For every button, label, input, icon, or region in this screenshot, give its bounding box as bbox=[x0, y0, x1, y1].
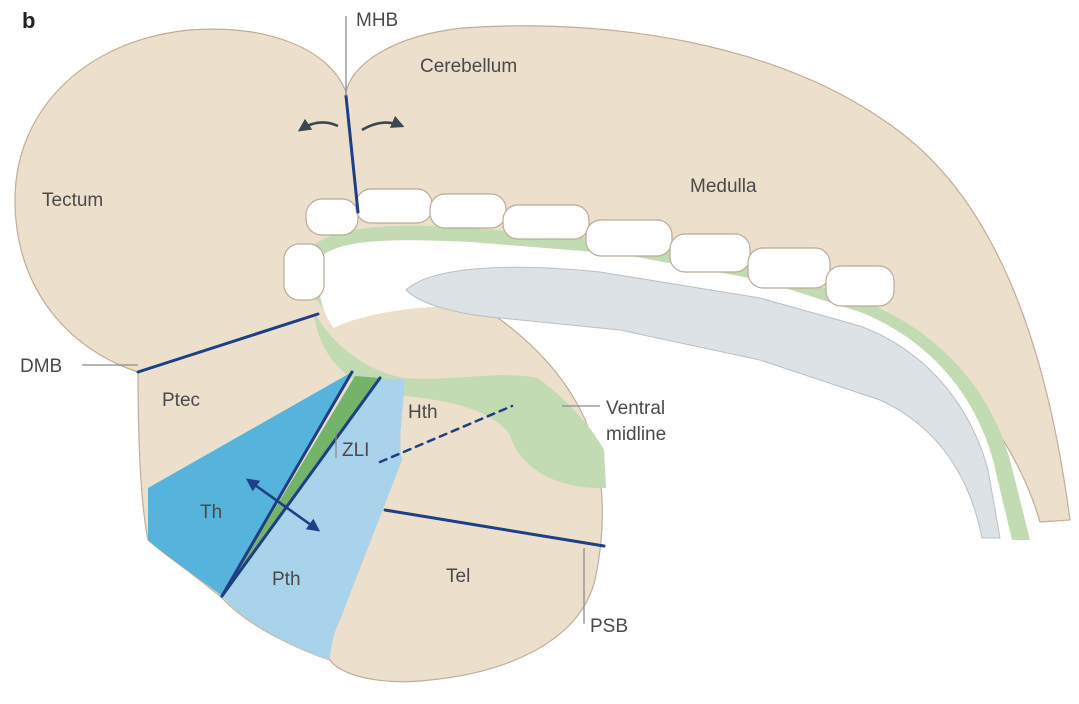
midline-label: midline bbox=[606, 424, 666, 445]
hth-label: Hth bbox=[408, 402, 438, 423]
cerebellum-label: Cerebellum bbox=[420, 56, 517, 77]
zli-label: ZLI bbox=[342, 440, 369, 461]
dmb-label: DMB bbox=[20, 356, 62, 377]
ptec-label: Ptec bbox=[162, 390, 200, 411]
tectum-label: Tectum bbox=[42, 190, 103, 211]
tel-label: Tel bbox=[446, 566, 470, 587]
mhb-label: MHB bbox=[356, 10, 398, 31]
psb-label: PSB bbox=[590, 616, 628, 637]
ventral-label: Ventral bbox=[606, 398, 665, 419]
pth-label: Pth bbox=[272, 569, 301, 590]
th-label: Th bbox=[200, 502, 222, 523]
medulla-label: Medulla bbox=[690, 176, 757, 197]
panel-letter: b bbox=[22, 8, 35, 33]
